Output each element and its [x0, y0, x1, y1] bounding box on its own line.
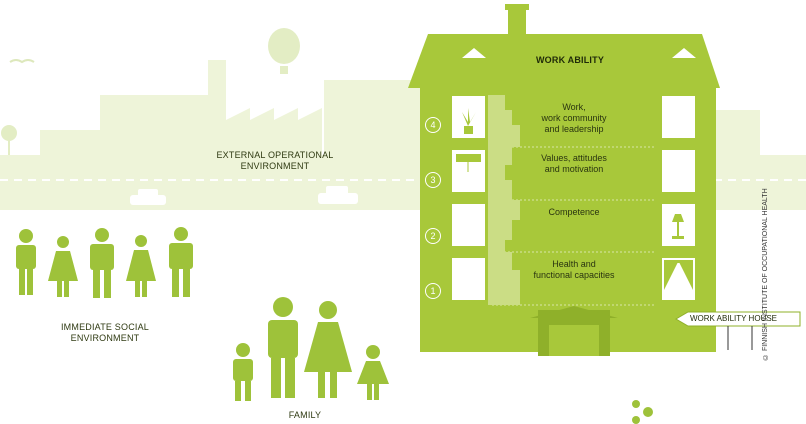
- house-door: [530, 306, 618, 356]
- person-icon: [90, 228, 114, 298]
- car-icon: [318, 186, 358, 204]
- work-ability-house-sign-label: WORK ABILITY HOUSE: [690, 314, 777, 323]
- child-icon: [357, 345, 389, 400]
- immediate-social-environment-figures: [16, 227, 193, 298]
- person-icon: [48, 236, 78, 297]
- floor-3-number: 3: [425, 172, 441, 188]
- family-figures: [233, 297, 389, 401]
- house-title: WORK ABILITY: [535, 55, 605, 65]
- person-icon: [16, 229, 36, 295]
- child-icon: [233, 343, 253, 401]
- floor-4-number: 4: [425, 117, 441, 133]
- floor-2-number: 2: [425, 228, 441, 244]
- floor-1-number: 1: [425, 283, 441, 299]
- board-icon: [456, 154, 481, 172]
- external-environment-label: EXTERNAL OPERATIONAL ENVIRONMENT: [216, 150, 334, 171]
- person-icon: [169, 227, 193, 297]
- mother-icon: [304, 301, 352, 398]
- car-icon: [130, 189, 166, 205]
- floor-2-label: Competence: [548, 207, 600, 217]
- family-label: FAMILY: [288, 410, 322, 420]
- floor-1-label: Health and functional capacities: [533, 259, 615, 280]
- plant-icon: [462, 108, 476, 134]
- lamp-icon: [672, 214, 684, 239]
- curtains-icon: [664, 260, 693, 290]
- work-ability-house-sign: [675, 311, 801, 350]
- person-icon: [126, 235, 156, 297]
- tree-icon: [1, 125, 17, 155]
- floor-3-label: Values, attitudes and motivation: [541, 153, 607, 174]
- father-icon: [268, 297, 298, 398]
- hot-air-balloon-icon: [268, 28, 300, 74]
- copyright-credit: © FINNISH INSTITUTE OF OCCUPATIONAL HEAL…: [762, 188, 769, 360]
- immediate-social-environment-label: IMMEDIATE SOCIAL ENVIRONMENT: [60, 322, 150, 343]
- bird-icon: [9, 59, 35, 64]
- logo-mark-icon: [632, 400, 653, 424]
- floor-4-label: Work, work community and leadership: [541, 102, 607, 134]
